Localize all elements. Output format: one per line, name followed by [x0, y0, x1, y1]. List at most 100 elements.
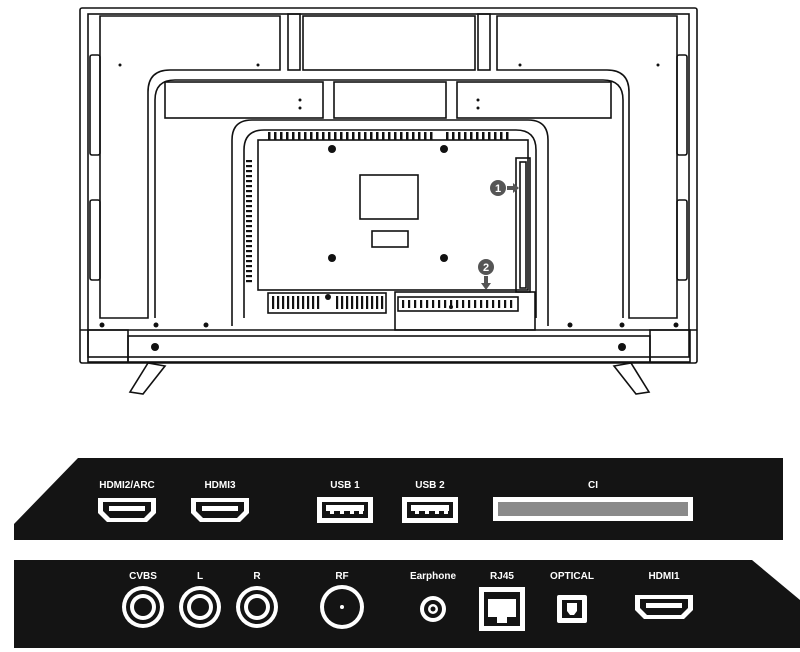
- vent-slot: [371, 296, 374, 309]
- vent-slot: [480, 300, 483, 308]
- vent-slot: [310, 132, 313, 140]
- port-label: Earphone: [410, 571, 457, 582]
- bottom-port-cvbs: CVBS: [122, 571, 164, 628]
- vent-slot: [246, 200, 252, 203]
- vent-slot: [277, 296, 280, 309]
- tv-outer-frame: [79, 7, 698, 364]
- tv-right-grip-upper: [676, 54, 688, 156]
- side-port-usb-1: USB 1: [317, 480, 373, 523]
- screw: [476, 106, 480, 110]
- rj45-port-icon: [479, 587, 525, 631]
- vent-slot: [246, 195, 252, 198]
- side-port-hdmi2-arc: HDMI2/ARC: [98, 480, 156, 522]
- vent-slot: [336, 296, 339, 309]
- arrow-down-icon: [481, 276, 491, 290]
- port-label: R: [253, 571, 261, 582]
- vent-slot: [282, 296, 285, 309]
- screw: [325, 294, 331, 300]
- vent-slot: [494, 132, 497, 140]
- vent-slot: [246, 170, 252, 173]
- vent-slot: [376, 132, 379, 140]
- bottom-port-hdmi1: HDMI1: [635, 571, 693, 619]
- vent-slot: [292, 296, 295, 309]
- port-label: HDMI1: [648, 571, 680, 582]
- vent-slot: [506, 132, 509, 140]
- port-label: CI: [588, 480, 598, 491]
- tv-bottom-left-vent: [267, 292, 387, 314]
- vent-slot: [274, 132, 277, 140]
- vent-slot: [402, 300, 405, 308]
- vent-slot: [500, 132, 503, 140]
- tv-callout-1: 1: [490, 180, 519, 196]
- tv-callout-2: 2: [478, 259, 494, 290]
- vent-slot: [246, 275, 252, 278]
- tv-right-grip-lower: [676, 199, 688, 281]
- vent-slot: [298, 132, 301, 140]
- screw: [153, 322, 159, 328]
- tv-top-notch-right: [477, 13, 491, 71]
- rf-connector-icon: [320, 585, 364, 629]
- vent-slot: [246, 255, 252, 258]
- vent-slot: [346, 296, 349, 309]
- vent-slot: [246, 270, 252, 273]
- screw: [298, 106, 302, 110]
- vent-slot: [246, 190, 252, 193]
- vent-slot: [364, 132, 367, 140]
- vent-slot: [286, 132, 289, 140]
- vent-slot: [246, 220, 252, 223]
- vent-slot: [370, 132, 373, 140]
- vent-slot: [388, 132, 391, 140]
- bottom-port-rf: RF: [320, 571, 364, 629]
- screw: [618, 343, 626, 351]
- vent-slot: [400, 132, 403, 140]
- vent-slot: [486, 300, 489, 308]
- vent-slot: [420, 300, 423, 308]
- screw: [619, 322, 625, 328]
- port-label: CVBS: [129, 571, 157, 582]
- tv-top-right-panel: [496, 15, 678, 319]
- vent-slot: [246, 215, 252, 218]
- vent-slot: [456, 300, 459, 308]
- tv-mid-center-panel: [333, 81, 447, 119]
- vent-slot: [352, 132, 355, 140]
- vent-slot: [462, 300, 465, 308]
- ci-slot-icon: [493, 497, 693, 521]
- vent-slot: [246, 260, 252, 263]
- vent-slot: [412, 132, 415, 140]
- vent-slot: [382, 132, 385, 140]
- vent-slot: [358, 132, 361, 140]
- tv-label-sticker: [359, 174, 419, 220]
- vent-slot: [246, 160, 252, 163]
- vent-slot: [444, 300, 447, 308]
- vent-slot: [430, 132, 433, 140]
- vent-slot: [361, 296, 364, 309]
- vent-slot: [340, 132, 343, 140]
- vent-slot: [246, 165, 252, 168]
- vent-slot: [246, 210, 252, 213]
- tv-mid-right-panel: [456, 81, 612, 119]
- tv-bottom-base: [127, 335, 651, 363]
- vent-slot: [302, 296, 305, 309]
- vent-slot: [474, 300, 477, 308]
- vent-slot: [498, 300, 501, 308]
- side-connector-panel: HDMI2/ARC HDMI3 USB 1: [14, 458, 783, 540]
- bottom-connector-panel: CVBS L R RF: [14, 560, 800, 648]
- hdmi-port-icon: [98, 498, 156, 522]
- callout-1-badge: [490, 180, 506, 196]
- vent-slot: [504, 300, 507, 308]
- screw: [99, 322, 105, 328]
- tv-back-view: [79, 7, 698, 395]
- vent-slot: [452, 132, 455, 140]
- side-port-ci: CI: [493, 480, 693, 521]
- port-label: RF: [335, 571, 348, 582]
- vent-slot: [246, 265, 252, 268]
- callout-2-number: 2: [483, 262, 489, 274]
- earphone-jack-icon: [420, 596, 446, 622]
- vent-slot: [394, 132, 397, 140]
- hdmi-port-icon: [635, 595, 693, 619]
- vent-slot: [346, 132, 349, 140]
- vent-slot: [432, 300, 435, 308]
- usb-port-icon: [402, 497, 458, 523]
- vent-slot: [246, 180, 252, 183]
